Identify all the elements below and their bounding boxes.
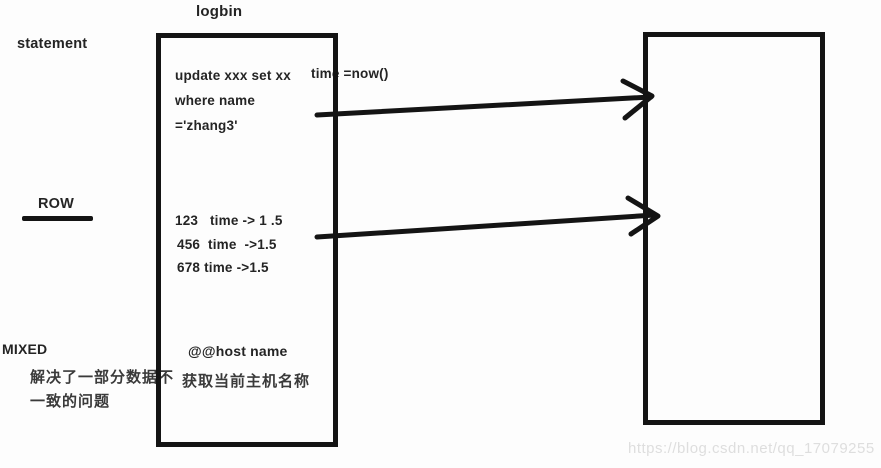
destination-box xyxy=(643,32,825,425)
row-data-line: 678 time ->1.5 xyxy=(177,260,269,275)
statement-label: statement xyxy=(17,36,88,52)
host-note-line: 获取当前主机名称 xyxy=(182,373,311,390)
mixed-note-line2: 一致的问题 xyxy=(30,393,111,410)
host-variable-line: @@host name xyxy=(188,343,288,359)
statement-sql-line3: ='zhang3' xyxy=(175,118,238,133)
mixed-note-line1: 解决了一部分数据不 xyxy=(30,369,175,386)
logbin-title: logbin xyxy=(196,3,243,20)
time-now-expression: time =now() xyxy=(311,66,389,81)
row-underline xyxy=(22,216,93,221)
row-data-line: 456 time ->1.5 xyxy=(177,237,277,252)
arrow-statement xyxy=(314,78,655,121)
statement-sql-line1: update xxx set xx xyxy=(175,68,291,83)
arrow-row xyxy=(314,195,661,240)
watermark-url: https://blog.csdn.net/qq_17079255 xyxy=(628,440,875,457)
statement-sql-line2: where name xyxy=(175,93,256,108)
row-data-line: 123 time -> 1 .5 xyxy=(175,213,283,228)
row-label: ROW xyxy=(38,196,75,212)
mixed-label: MIXED xyxy=(2,341,48,357)
logbin-box xyxy=(156,33,338,447)
